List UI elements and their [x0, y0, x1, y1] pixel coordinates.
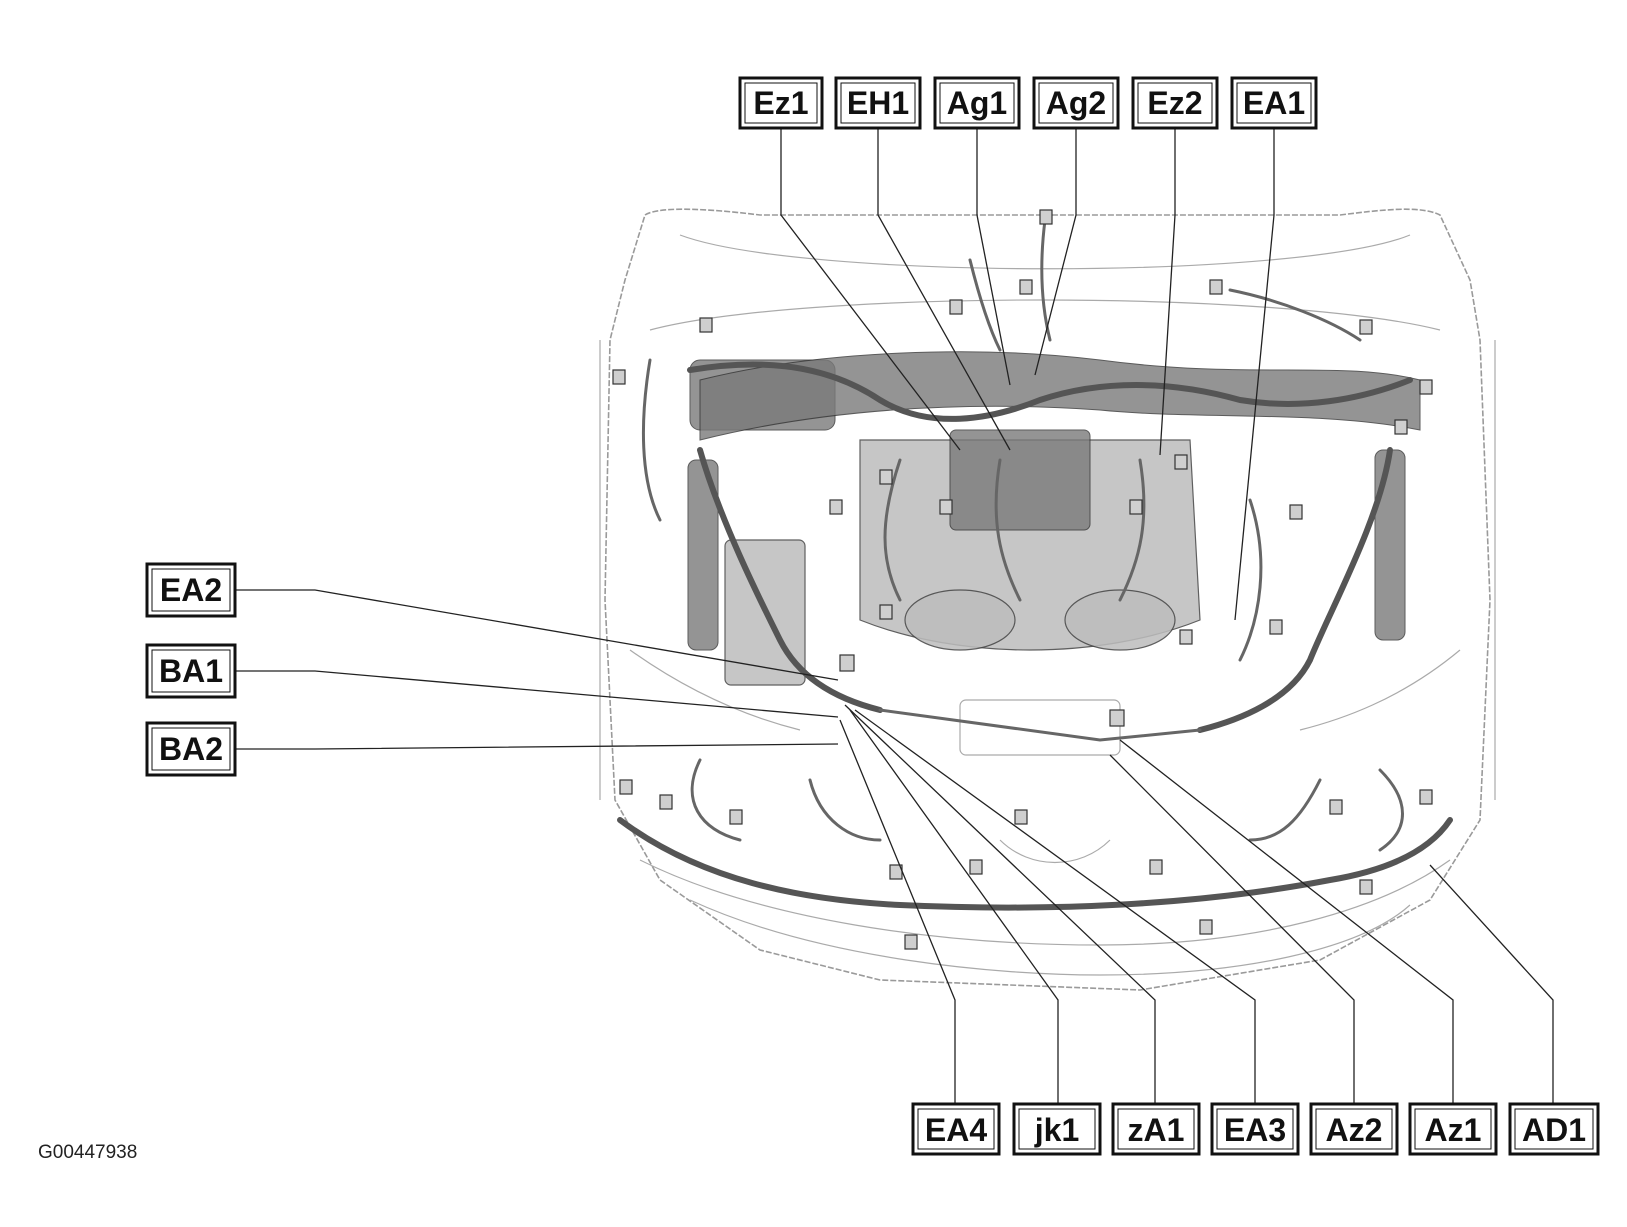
callout-BA2: BA2: [145, 721, 237, 777]
harness-runs: [617, 218, 1453, 911]
leader-lines-bottom: [839, 704, 1554, 1108]
callout-label: EA3: [1224, 1112, 1286, 1148]
vehicle-outline: [599, 208, 1496, 991]
callout-Ag1: Ag1: [933, 76, 1021, 130]
callout-EA3: EA3: [1210, 1102, 1300, 1156]
callout-EA2: EA2: [145, 562, 237, 618]
callout-BA1: BA1: [145, 643, 237, 699]
leader-lines-left: [235, 589, 839, 750]
callout-label: BA2: [159, 731, 223, 767]
callouts-top: Ez1 EH1 Ag1 Ag2 Ez2 EA1: [738, 76, 1318, 130]
callout-Az1: Az1: [1408, 1102, 1498, 1156]
callout-label: Az2: [1326, 1112, 1383, 1148]
callout-AD1: AD1: [1508, 1102, 1600, 1156]
callout-zA1: zA1: [1111, 1102, 1201, 1156]
callout-EA1: EA1: [1230, 76, 1318, 130]
callout-Ez1: Ez1: [738, 76, 824, 130]
callout-label: EA1: [1243, 85, 1305, 121]
engine-bay: [687, 351, 1421, 756]
connectors: [612, 209, 1433, 950]
callout-label: EA4: [925, 1112, 987, 1148]
callout-label: Ez2: [1147, 85, 1202, 121]
callout-jk1: jk1: [1012, 1102, 1102, 1156]
callout-Ez2: Ez2: [1131, 76, 1219, 130]
callout-label: EH1: [847, 85, 909, 121]
callout-label: Ag1: [947, 85, 1007, 121]
callout-EH1: EH1: [834, 76, 922, 130]
callout-Ag2: Ag2: [1032, 76, 1120, 130]
callout-label: Ez1: [753, 85, 808, 121]
callout-label: AD1: [1522, 1112, 1586, 1148]
callout-label: EA2: [160, 572, 222, 608]
callout-Az2: Az2: [1309, 1102, 1399, 1156]
callout-label: BA1: [159, 653, 223, 689]
callout-label: Ag2: [1046, 85, 1106, 121]
callout-label: Az1: [1425, 1112, 1482, 1148]
callout-EA4: EA4: [911, 1102, 1001, 1156]
callout-label: jk1: [1034, 1112, 1079, 1148]
callouts-bottom: EA4 jk1 zA1 EA3 Az2 Az1: [911, 1102, 1600, 1156]
callout-label: zA1: [1128, 1112, 1185, 1148]
figure-id: G00447938: [38, 1142, 138, 1163]
leader-lines-top: [780, 124, 1275, 621]
callouts-left: EA2 BA1 BA2: [145, 562, 237, 777]
